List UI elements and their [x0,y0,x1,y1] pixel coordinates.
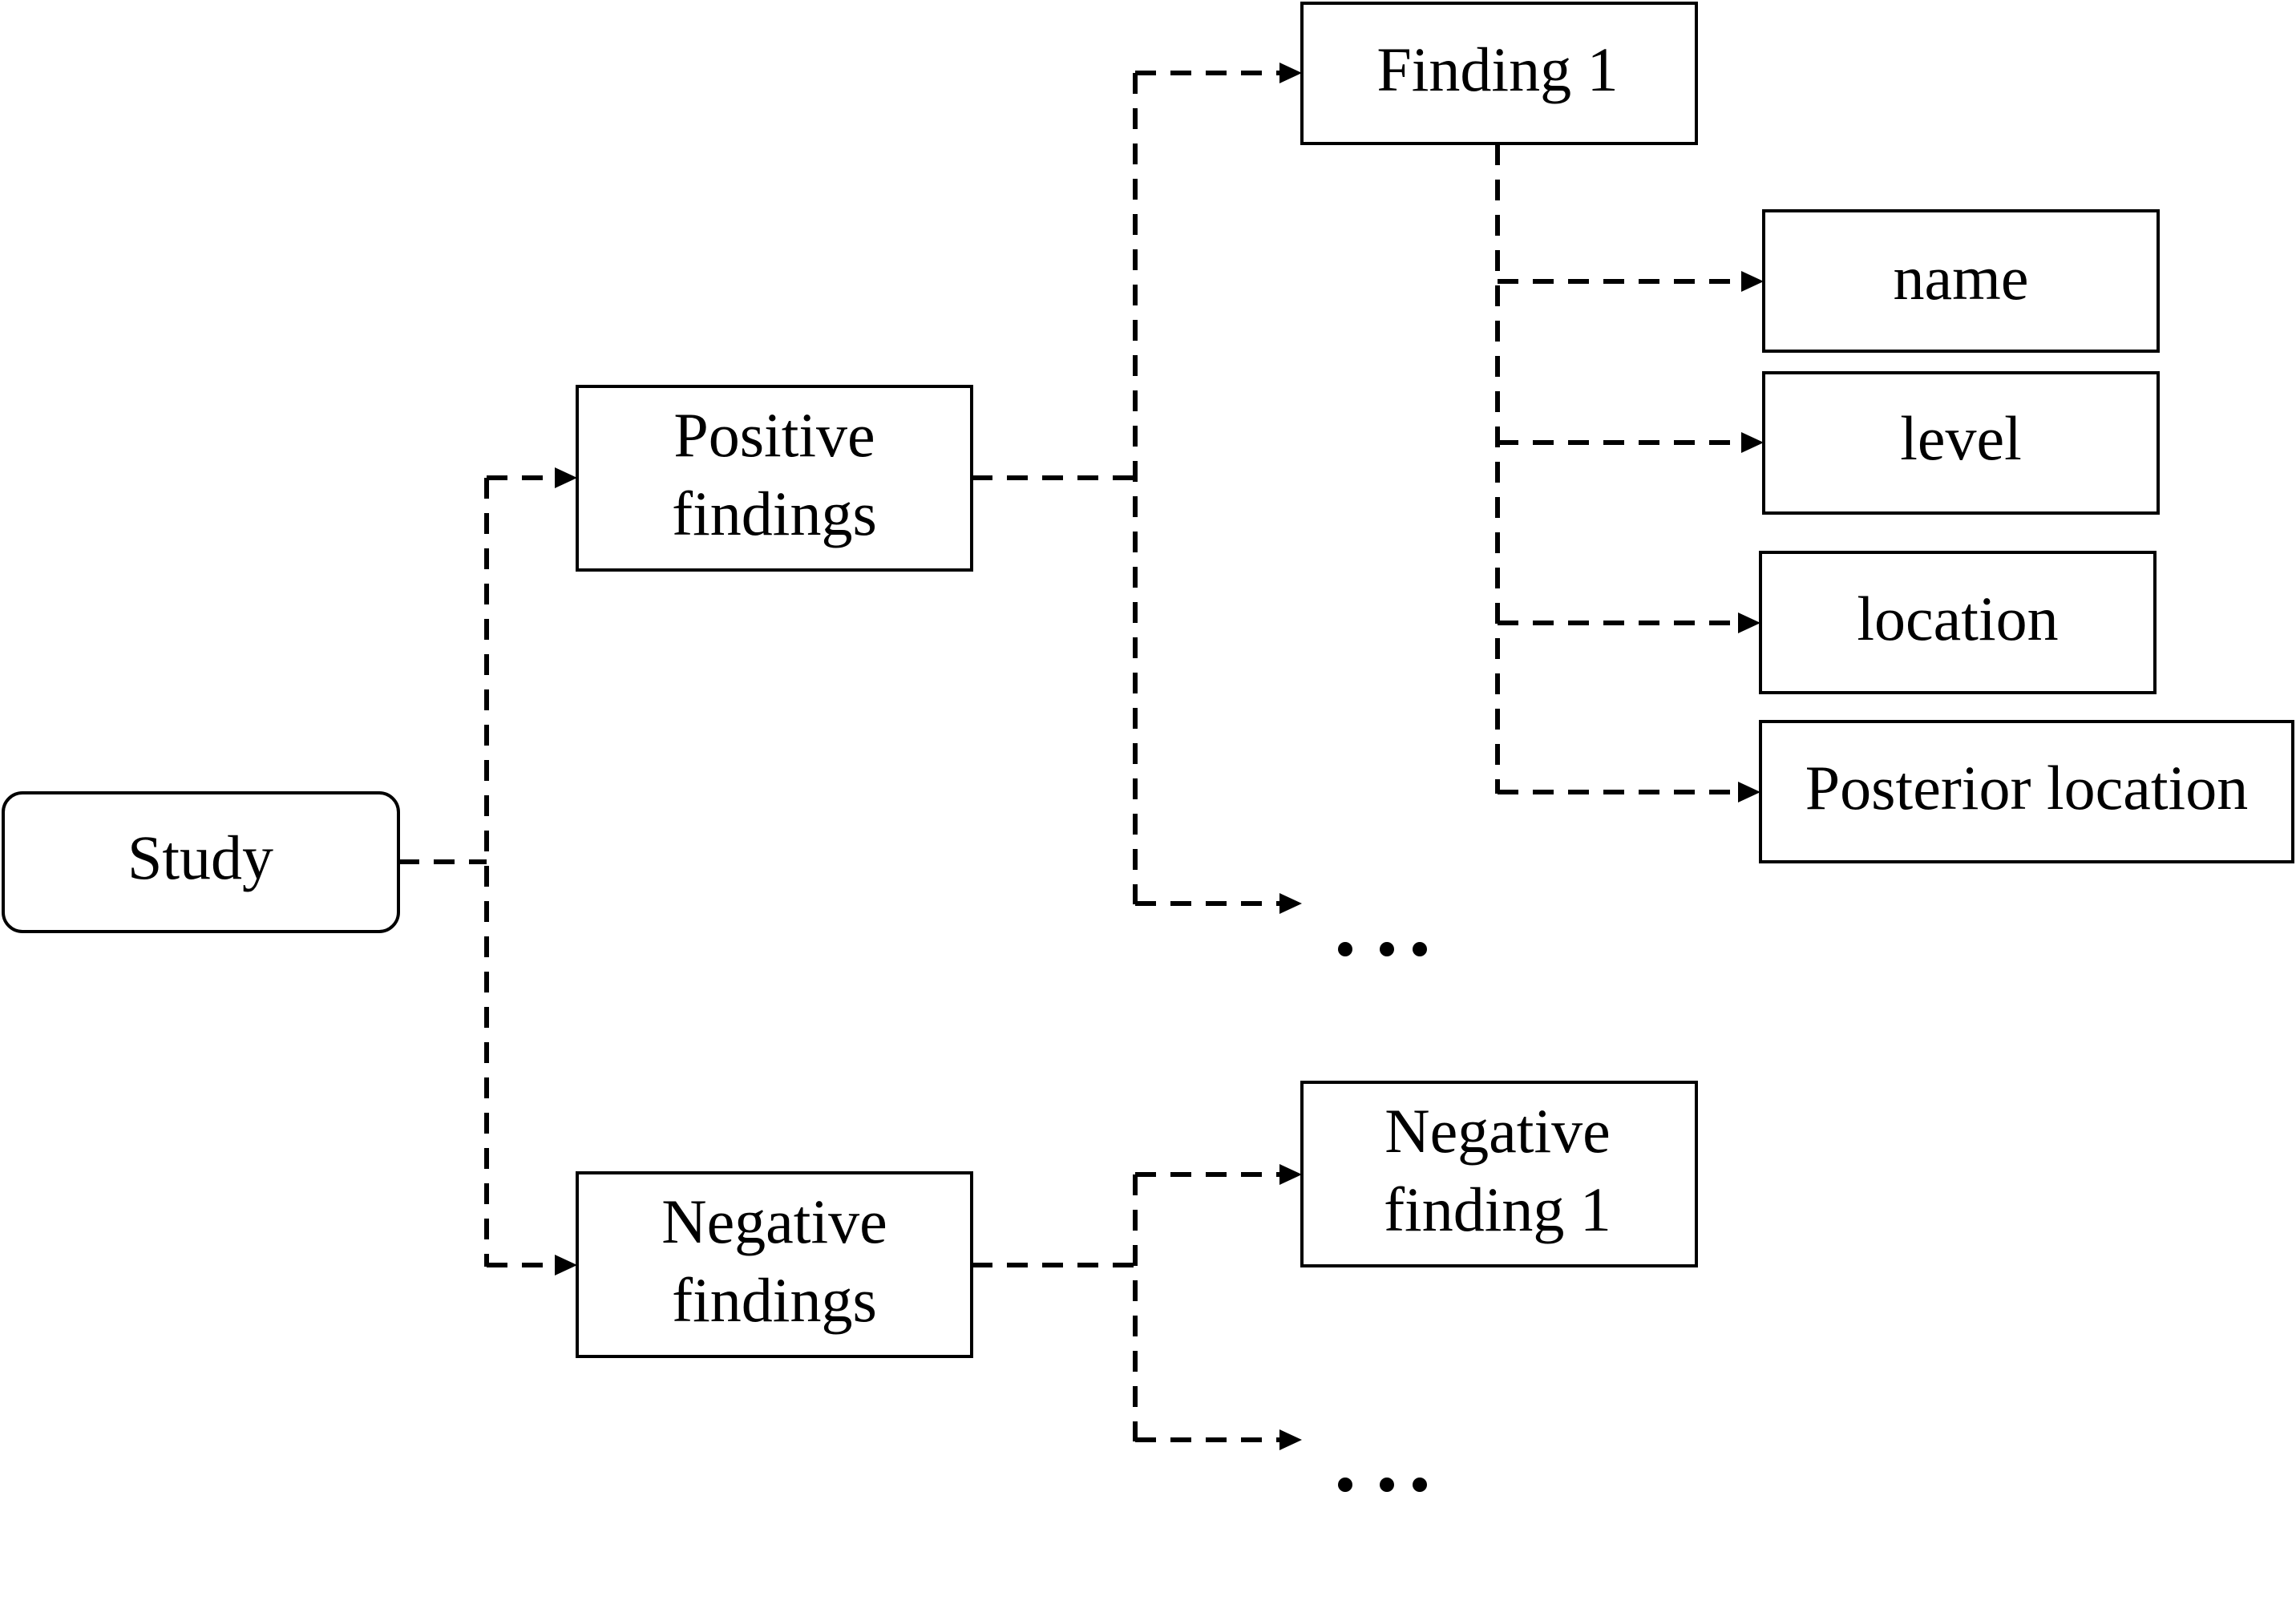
ellipsis-dot [1380,1478,1394,1492]
node-posterior-location: Posterior location [1759,720,2294,863]
node-positive-findings: Positive findings [576,385,973,572]
ellipsis-dot [1338,1478,1352,1492]
ellipsis-positive [1338,942,1427,956]
ellipsis-dot [1380,942,1394,956]
to-name-arrowhead [1741,271,1764,292]
to-negative-arrowhead [555,1255,577,1275]
negative-findings-box [576,1171,973,1358]
negative-findings-label-line1: Negative [661,1187,887,1256]
finding1-label: Finding 1 [1376,34,1618,104]
name-label: name [1894,243,2029,313]
location-box [1759,551,2157,694]
negative-finding1-label-line1: Negative [1384,1096,1611,1166]
negative-findings-label-line2: findings [672,1265,877,1335]
study-label: Study [127,823,273,892]
positive-findings-label-line2: findings [672,479,877,548]
node-negative-findings: Negative findings [576,1171,973,1358]
level-label: level [1900,403,2022,473]
node-name: name [1762,209,2160,353]
finding1-box [1300,2,1698,145]
to-more-negative-arrowhead [1279,1429,1302,1450]
to-level-arrowhead [1741,432,1764,453]
study-box [2,791,400,933]
posterior-location-label: Posterior location [1805,753,2248,823]
node-finding1: Finding 1 [1300,2,1698,145]
ellipsis-dot [1413,942,1427,956]
positive-findings-box [576,385,973,572]
name-box [1762,209,2160,353]
to-posterior-location-arrowhead [1738,782,1760,802]
ellipsis-dot [1413,1478,1427,1492]
ellipsis-negative [1338,1478,1427,1492]
node-negative-finding1: Negative finding 1 [1300,1081,1698,1267]
positive-findings-label-line1: Positive [673,400,875,470]
to-positive-arrowhead [555,467,577,488]
location-label: location [1857,584,2058,653]
node-location: location [1759,551,2157,694]
negative-finding1-box [1300,1081,1698,1267]
to-finding1-arrowhead [1279,63,1302,83]
to-negative-finding1-arrowhead [1279,1164,1302,1185]
node-level: level [1762,371,2160,515]
to-more-positive-arrowhead [1279,893,1302,914]
to-location-arrowhead [1738,612,1760,633]
negative-finding1-label-line2: finding 1 [1384,1174,1611,1244]
node-study: Study [2,791,400,933]
posterior-location-box [1759,720,2294,863]
connectors [398,63,1764,1450]
level-box [1762,371,2160,515]
ellipsis-dot [1338,942,1352,956]
